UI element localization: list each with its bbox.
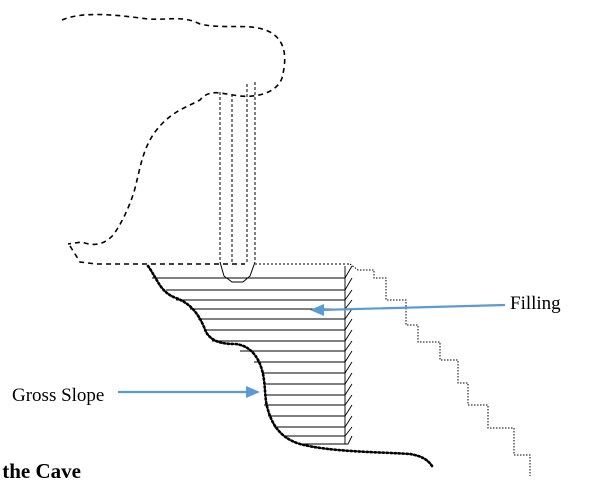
figure-caption: f the Cave xyxy=(0,459,81,483)
shaft xyxy=(219,82,256,283)
gross-slope-arrow xyxy=(118,386,260,398)
gross-slope-label: Gross Slope xyxy=(12,385,105,406)
filling-label: Filling xyxy=(510,293,561,314)
cave-outline xyxy=(61,13,286,265)
filling-arrow xyxy=(310,303,506,316)
staircase-outline xyxy=(349,263,531,476)
filling-layers xyxy=(152,265,353,445)
